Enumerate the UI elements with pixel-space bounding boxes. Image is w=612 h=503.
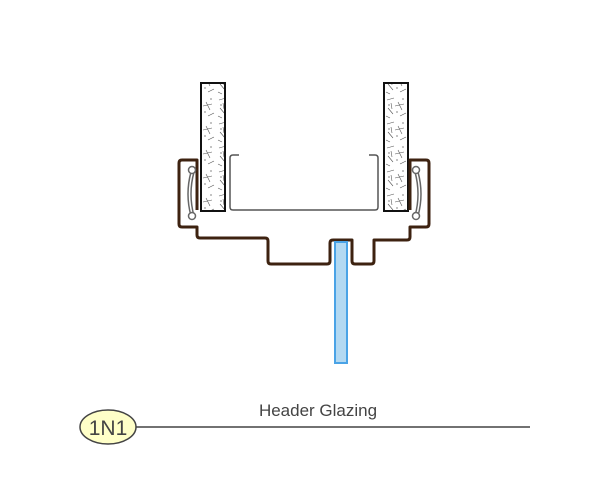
- right-wood-board: [383, 82, 409, 212]
- left-gasket: [187, 165, 197, 221]
- steel-channel: [229, 154, 379, 211]
- right-gasket: [411, 165, 422, 221]
- glass-pane: [334, 241, 348, 364]
- left-wood-board: [200, 82, 226, 212]
- detail-title: Header Glazing: [259, 401, 377, 420]
- aluminum-header-frame: [177, 158, 431, 266]
- detail-tag-bubble: [79, 409, 137, 445]
- detail-tag: 1N1: [89, 417, 128, 440]
